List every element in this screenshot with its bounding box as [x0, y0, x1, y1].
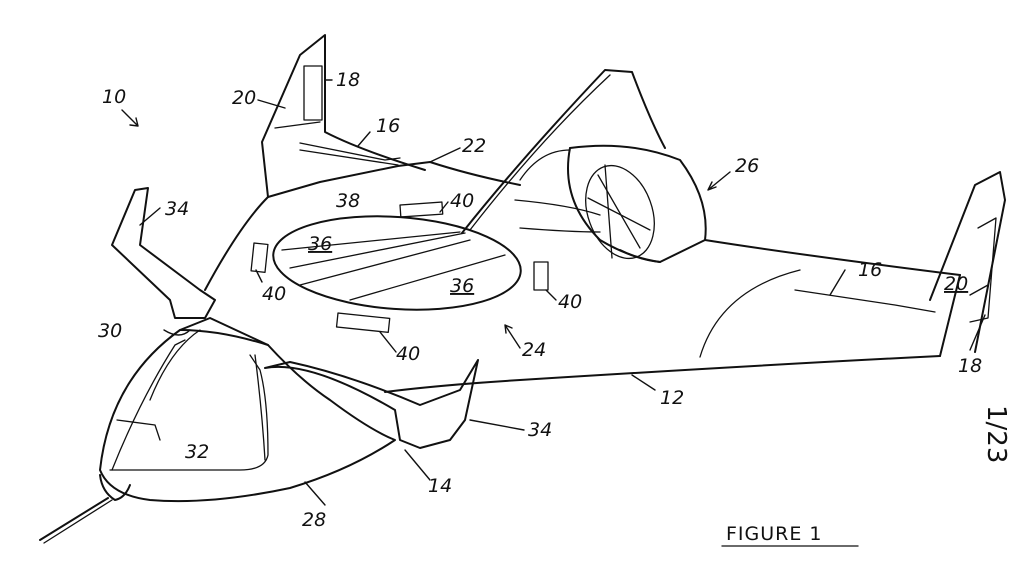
label-canopy: 32 — [185, 441, 209, 463]
cockpit — [99, 317, 396, 503]
vertical-tail — [461, 69, 666, 234]
label-vent-right: 40 — [558, 291, 582, 313]
fan-duct — [514, 144, 707, 263]
label-rotor-blade-left: 36 — [308, 233, 332, 255]
label-elevon-right: 16 — [858, 259, 882, 281]
label-rudder-left: 18 — [336, 69, 360, 91]
vent-right — [533, 261, 549, 291]
vent-upper — [399, 201, 444, 218]
reference-numerals: 10 20 18 16 22 26 38 34 40 36 40 36 40 1… — [98, 69, 982, 531]
leader-lines — [121, 79, 989, 506]
label-fin-right: 20 — [944, 273, 968, 295]
rotor-disc — [272, 215, 522, 311]
right-canard — [264, 359, 479, 449]
label-wing-left: 14 — [428, 475, 452, 497]
right-fin — [929, 171, 1006, 353]
label-upper-surface: 38 — [336, 190, 360, 212]
label-rudder-right: 18 — [958, 355, 982, 377]
vent-left — [250, 242, 269, 273]
label-rotor-blade-right: 36 — [450, 275, 474, 297]
figure-caption-text: FIGURE 1 — [726, 523, 823, 545]
label-elevon-left: 16 — [376, 115, 400, 137]
label-nose: 28 — [302, 509, 326, 531]
sheet-number: 1/23 — [981, 405, 1011, 463]
label-canard-left: 34 — [165, 198, 189, 220]
label-rotor-area: 24 — [522, 339, 546, 361]
nose-probe — [39, 474, 131, 544]
label-fan-duct: 26 — [735, 155, 759, 177]
left-canard — [111, 187, 216, 319]
label-vent-lower: 40 — [396, 343, 420, 365]
label-vent-left: 40 — [262, 283, 286, 305]
figure-caption: FIGURE 1 — [721, 523, 859, 547]
label-aircraft: 10 — [102, 86, 126, 108]
left-fin — [303, 65, 323, 121]
wing-body-outline — [204, 34, 961, 393]
label-vent-upper: 40 — [450, 190, 474, 212]
label-fin-left: 20 — [232, 87, 256, 109]
label-fuselage: 12 — [660, 387, 684, 409]
vent-lower — [335, 312, 391, 334]
label-leading-edge: 22 — [462, 135, 486, 157]
elevons — [299, 142, 936, 313]
label-canopy-frame: 30 — [98, 320, 122, 342]
label-canard-right: 34 — [528, 419, 552, 441]
